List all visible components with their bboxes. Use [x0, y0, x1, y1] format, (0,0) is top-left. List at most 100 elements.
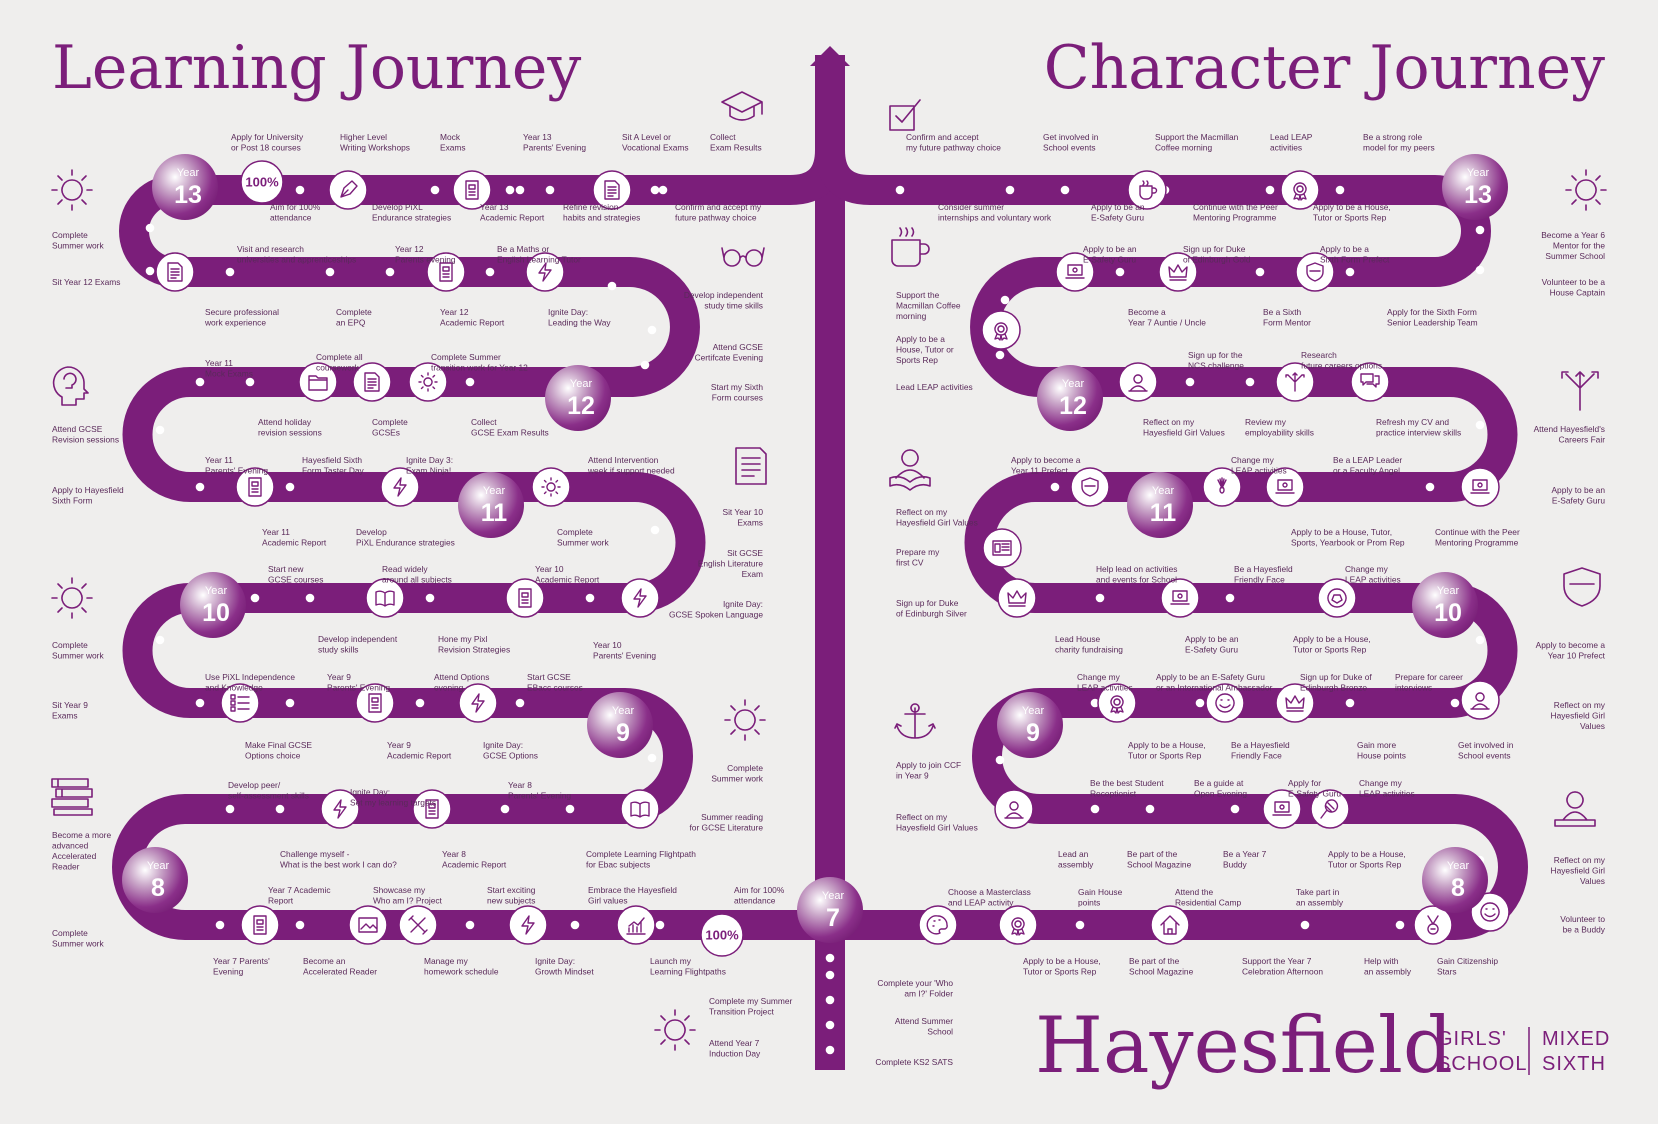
milestone-label-line: Ignite Day: — [483, 740, 523, 750]
person-icon — [1118, 362, 1158, 402]
milestone-label-line: Hayesfield Girl Values — [896, 823, 978, 833]
path-dot — [1185, 377, 1195, 387]
year-badge-number: 12 — [567, 392, 595, 420]
milestone-label-line: around all subjects — [382, 575, 452, 585]
milestone-label: Ignite Day:GCSE Spoken Language — [669, 599, 763, 620]
milestone-label-line: Mentor for the — [1553, 241, 1605, 251]
football-badge — [1317, 578, 1357, 618]
milestone-label-line: Reflect on my — [1554, 700, 1606, 710]
path-dot — [1195, 698, 1205, 708]
path-dot — [215, 920, 225, 930]
hayesfield-logo: Hayesfield — [1035, 1001, 1453, 1091]
milestone-label-line: my future pathway choice — [906, 143, 1001, 153]
milestone-label-line: Edinburgh Bronze — [1300, 683, 1367, 693]
milestone-label-line: Attend holiday — [258, 417, 312, 427]
milestone-label-line: Apply to be a House, — [1293, 634, 1371, 644]
checkbox-icon — [889, 99, 921, 131]
path-dot — [325, 267, 335, 277]
cup-badge — [1127, 170, 1167, 210]
percent-badge-text: 100% — [245, 175, 279, 190]
milestone-label-line: Exam Results — [710, 143, 762, 153]
rosette-icon — [981, 310, 1021, 350]
milestone-label-line: E-Safety Guru — [1083, 255, 1136, 265]
milestone-label-line: Start my Sixth — [711, 382, 763, 392]
milestone-label-line: Sports, Yearbook or Prom Rep — [1291, 538, 1405, 548]
milestone-label-line: Sign up for the — [1188, 350, 1243, 360]
milestone-label-line: Summer work — [711, 774, 763, 784]
milestone-label-line: Attend Intervention — [588, 455, 659, 465]
milestone-label-line: Summer work — [52, 939, 104, 949]
path-dot — [1090, 698, 1100, 708]
path-dot — [1475, 420, 1485, 430]
person-badge — [1118, 362, 1158, 402]
bolt-icon — [380, 467, 420, 507]
year-badge-circle — [180, 572, 246, 638]
milestone-label-line: English Learning Tutor — [497, 255, 581, 265]
milestone-label-line: Lead an — [1058, 849, 1089, 859]
path-dot — [1345, 698, 1355, 708]
milestone-label-line: Continue with the Peer — [1193, 202, 1278, 212]
milestone-label-line: Aim for 100% — [270, 202, 321, 212]
path-dot — [825, 953, 835, 963]
document-icon — [352, 362, 392, 402]
milestone-label-line: Academic Report — [535, 575, 600, 585]
milestone-label-line: and Knowledge — [205, 683, 263, 693]
milestone-label-line: Parents' Evening — [508, 791, 571, 801]
milestone-label-line: Become a Year 6 — [1541, 230, 1605, 240]
path-dot — [585, 593, 595, 603]
milestone-label-line: Apply for the Sixth Form — [1387, 307, 1477, 317]
milestone-label-line: points — [1078, 898, 1100, 908]
sun-icon — [51, 169, 93, 211]
reading-person-icon — [889, 449, 931, 491]
milestone-label-line: Complete all — [316, 352, 363, 362]
milestone-label-line: first CV — [896, 558, 924, 568]
rosette-icon — [1280, 170, 1320, 210]
crown-icon — [997, 578, 1037, 618]
milestone-label-line: Hayesfield Girl — [1551, 711, 1606, 721]
milestone-label: Apply to be a House,Tutor or Sports Rep — [1128, 740, 1206, 761]
milestone-label-line: Consider summer — [938, 202, 1004, 212]
milestone-label-line: Complete Summer — [431, 352, 501, 362]
milestone-label-line: Reflect on my — [1554, 855, 1606, 865]
percent-badge-bg — [700, 913, 744, 957]
brand-tag-mixed: MIXED — [1542, 1028, 1610, 1050]
milestone-label-line: Apply to become a — [1011, 455, 1081, 465]
cup-icon — [1127, 170, 1167, 210]
milestone-label-line: or Post 18 courses — [231, 143, 301, 153]
milestone-label-line: Apply to be a House, — [1313, 202, 1391, 212]
milestone-label-line: Options choice — [245, 751, 301, 761]
milestone-label-line: Summer work — [52, 651, 104, 661]
milestone-label-line: for GCSE Literature — [689, 823, 763, 833]
shuttle-glyph — [1217, 477, 1227, 494]
cup-glyph — [1139, 180, 1158, 200]
milestone-label-line: E-Safety Guru — [1091, 213, 1144, 223]
path-dot — [1050, 482, 1060, 492]
milestone-label-line: Certifcate Evening — [695, 353, 764, 363]
milestone-label-line: Hayesfield Sixth — [302, 455, 362, 465]
milestone-label-line: Exams — [737, 518, 763, 528]
rosette-glyph — [1011, 917, 1025, 936]
year-badge-circle — [1127, 472, 1193, 538]
path-dot — [1475, 635, 1485, 645]
milestone-label-line: Apply to be a House, Tutor, — [1291, 527, 1392, 537]
cvdoc-icon — [982, 528, 1022, 568]
milestone-label-line: NCS challenge — [1188, 361, 1244, 371]
book-icon — [365, 578, 405, 618]
milestone-label-line: Support the Macmillan — [1155, 132, 1239, 142]
milestone-label-line: Sit Year 12 Exams — [52, 277, 120, 287]
